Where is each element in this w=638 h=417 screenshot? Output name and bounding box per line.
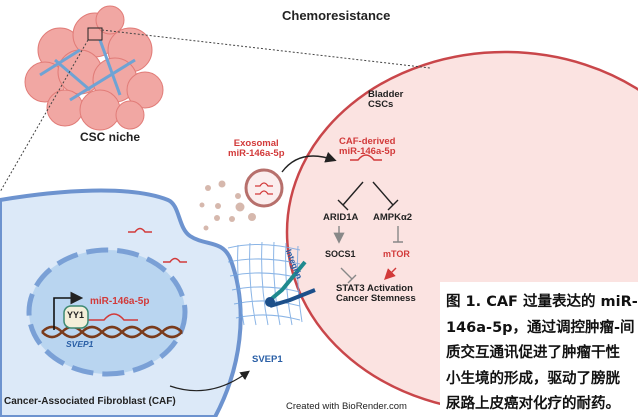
stat3-label: STAT3 Activation Cancer Stemness <box>336 283 416 305</box>
caption-line: 图 1. CAF 过量表达的 miR- <box>446 294 638 310</box>
pathway-arrows <box>169 151 403 392</box>
ampk-label: AMPKα2 <box>373 212 413 223</box>
exosomal-mirna-label: Exosomal miR-146a-5p <box>228 138 285 160</box>
dna-helix <box>41 325 183 339</box>
caption-line: 小生境的形成，驱动了膀胱 <box>446 370 620 387</box>
caption-line: 质交互通讯促进了肿瘤干性 <box>446 345 620 361</box>
caf-cell <box>0 188 243 417</box>
zoom-lines <box>0 29 431 193</box>
mtor-label: mTOR <box>383 249 410 259</box>
biorender-credit: Created with BioRender.com <box>286 401 407 412</box>
caf-label: Cancer-Associated Fibroblast (CAF) <box>4 396 176 407</box>
tumor-cluster <box>24 5 164 131</box>
yy1-protein <box>63 305 89 329</box>
bladder-cscs-label: Bladder CSCs <box>368 89 404 111</box>
csc-niche-label: CSC niche <box>80 130 141 144</box>
caf-derived-mirna-label: CAF-derived miR-146a-5p <box>339 136 396 158</box>
caption-line: 尿路上皮癌对化疗的耐药。 <box>446 396 620 412</box>
integrin-receptor <box>265 260 316 308</box>
figure-caption: 图 1. CAF 过量表达的 miR- 146a-5p，通过调控肿瘤-间 质交互… <box>446 290 638 417</box>
socs1-label: SOCS1 <box>325 249 356 259</box>
svep1-gene-label: SVEP1 <box>66 339 94 349</box>
arid1a-label: ARID1A <box>323 212 359 223</box>
exosome-vesicle <box>244 168 284 208</box>
title: Chemoresistance <box>282 8 391 23</box>
svep1-protein-label: SVEP1 <box>252 354 283 365</box>
transcription-arrow <box>53 291 84 330</box>
nuclear-mirna-label: miR-146a-5p <box>90 296 150 307</box>
zoom-box <box>87 27 103 41</box>
mirna-icon <box>86 154 382 321</box>
caption-line: 146a-5p，通过调控肿瘤-间 <box>446 319 635 336</box>
exosome-dots <box>199 180 256 231</box>
yy1-label: YY1 <box>67 310 85 320</box>
